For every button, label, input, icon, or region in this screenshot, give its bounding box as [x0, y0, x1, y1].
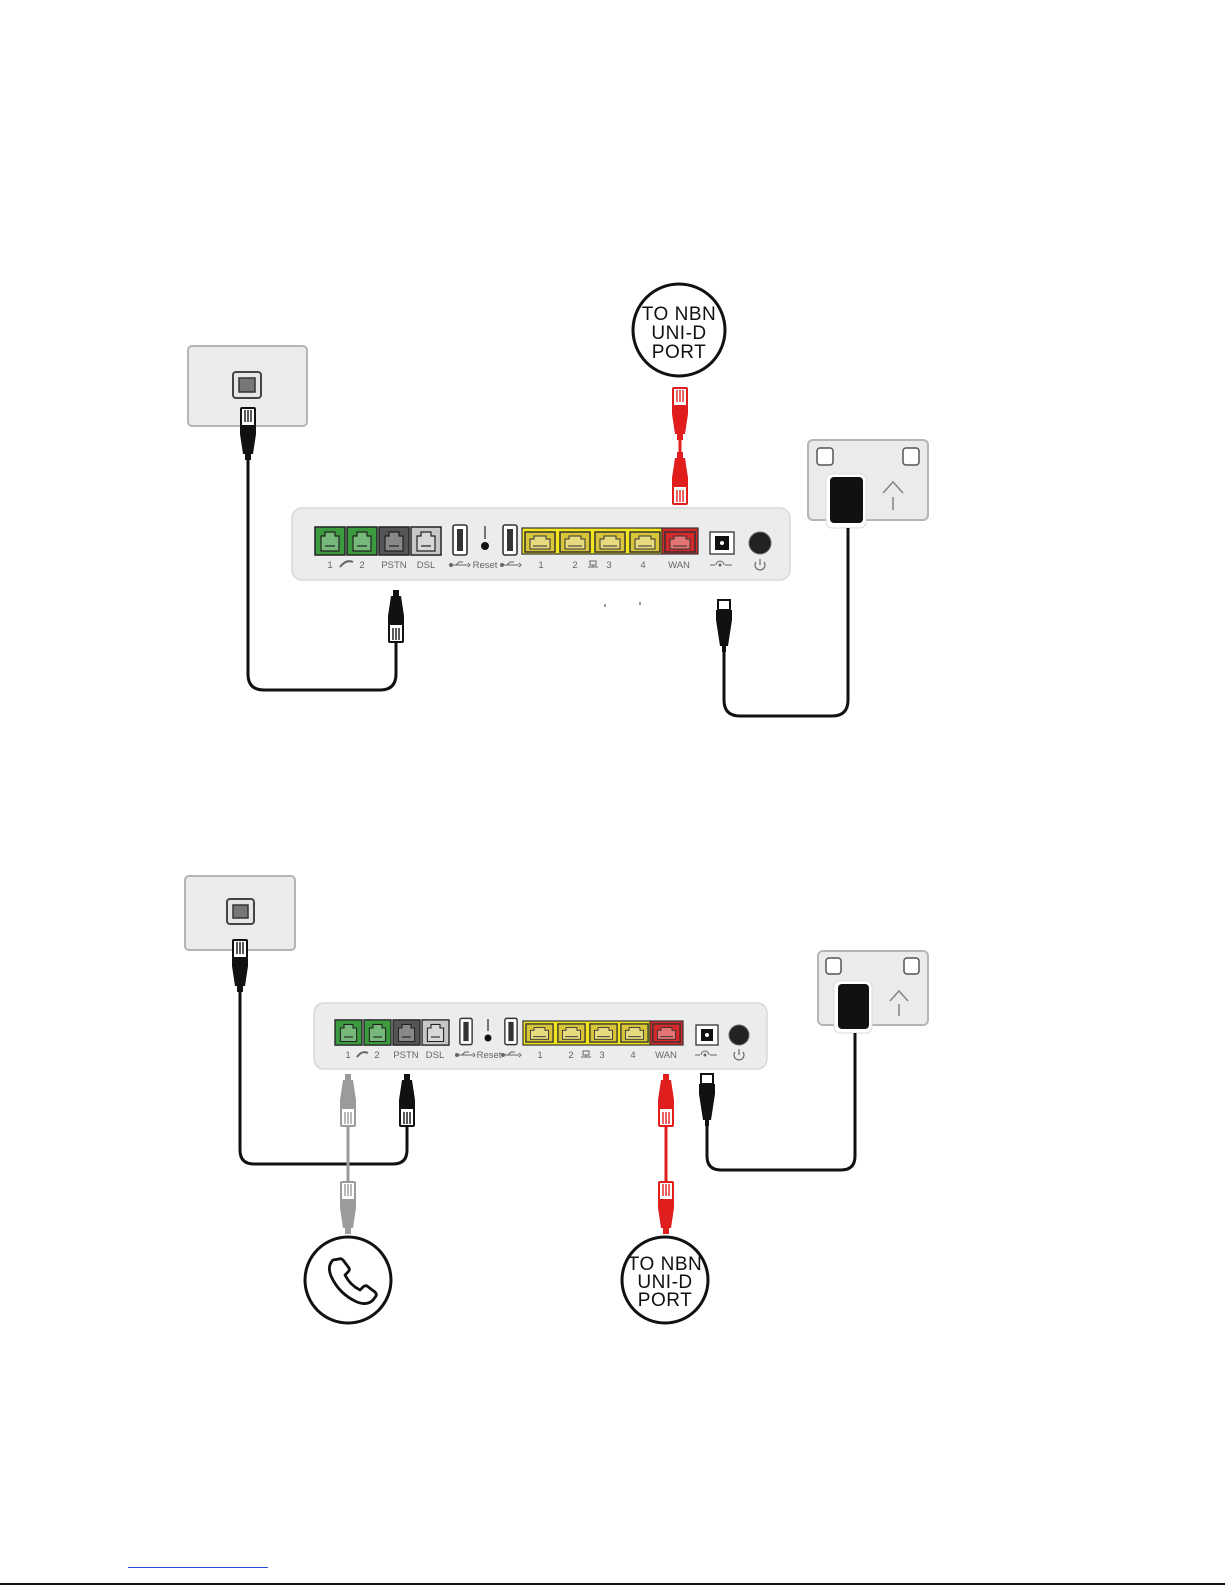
phone-port-1	[315, 527, 345, 555]
dc-power-jack	[710, 532, 734, 554]
nbn-port-badge-2: TO NBN UNI-D PORT	[622, 1237, 708, 1323]
label-pstn-b: PSTN	[393, 1050, 418, 1061]
label-lan-3: 3	[606, 560, 611, 571]
label-lan-4-b: 4	[630, 1050, 635, 1061]
label-lan-1-b: 1	[537, 1050, 542, 1061]
power-outlet-2	[818, 951, 928, 1033]
lan-port-4	[630, 532, 660, 552]
lan-port-4-b	[621, 1024, 648, 1042]
router-back-panel: 1 2 PSTN DSL Reset 1 2 3 4 WAN	[292, 508, 790, 580]
dc-power-jack-b	[696, 1025, 718, 1045]
lan-port-3-b	[590, 1024, 617, 1042]
nbn-badge-line-3: PORT	[652, 342, 706, 363]
power-button-b	[729, 1025, 749, 1045]
setup-diagram-2: 1 2 PSTN DSL Reset 1 2 3 4 WAN	[185, 876, 928, 1323]
dsl-port	[411, 527, 441, 555]
label-reset: Reset	[473, 560, 498, 571]
lan-port-2-b	[558, 1024, 585, 1042]
dsl-port-b	[422, 1020, 449, 1045]
wall-socket-jack-icon-2	[227, 899, 254, 924]
nbn-badge-2-line-3: PORT	[638, 1290, 692, 1311]
telephone-badge	[305, 1237, 391, 1323]
nbn-badge-line-2: UNI-D	[651, 323, 706, 344]
power-adapter-2	[834, 981, 872, 1033]
label-lan-2-b: 2	[568, 1050, 573, 1061]
router-back-panel-2: 1 2 PSTN DSL Reset 1 2 3 4 WAN	[314, 1003, 767, 1069]
label-dsl: DSL	[417, 560, 435, 571]
nbn-ethernet-cable-2	[658, 1074, 674, 1234]
wan-port-b	[653, 1024, 680, 1042]
usb-port-1	[453, 525, 467, 555]
power-outlet	[808, 440, 928, 528]
lan-port-3	[595, 532, 625, 552]
footer-link-underline[interactable]	[128, 1567, 268, 1568]
power-adapter	[826, 474, 866, 528]
label-lan-1: 1	[538, 560, 543, 571]
label-phone-1: 1	[327, 560, 332, 571]
usb-port-1-b	[460, 1018, 472, 1044]
lan-port-1-b	[526, 1024, 553, 1042]
phone-port-2	[347, 527, 377, 555]
wall-socket-jack-icon	[233, 372, 261, 398]
setup-diagram-1: TO NBN UNI-D PORT	[188, 284, 928, 716]
label-lan-3-b: 3	[599, 1050, 604, 1061]
usb-port-2-b	[505, 1018, 517, 1044]
pstn-port	[379, 527, 409, 555]
lan-port-2	[560, 532, 590, 552]
label-phone-2-b: 2	[374, 1050, 379, 1061]
nbn-ethernet-cable	[672, 388, 688, 504]
label-lan-4: 4	[640, 560, 645, 571]
power-button	[749, 532, 771, 554]
label-phone-1-b: 1	[345, 1050, 350, 1061]
phone-port-2-b	[364, 1020, 391, 1045]
label-phone-2: 2	[359, 560, 364, 571]
phone-port-1-b	[335, 1020, 362, 1045]
label-wan-b: WAN	[655, 1050, 677, 1061]
wan-port	[665, 532, 695, 552]
label-reset-b: Reset	[477, 1050, 502, 1061]
usb-port-2	[503, 525, 517, 555]
label-lan-2: 2	[572, 560, 577, 571]
pstn-port-b	[393, 1020, 420, 1045]
label-wan: WAN	[668, 560, 690, 571]
wall-phone-socket-2	[185, 876, 295, 950]
handset-cable	[340, 1074, 356, 1234]
nbn-port-badge: TO NBN UNI-D PORT	[633, 284, 725, 376]
lan-port-1	[525, 532, 555, 552]
label-pstn: PSTN	[381, 560, 406, 571]
label-dsl-b: DSL	[426, 1050, 444, 1061]
nbn-badge-line-1: TO NBN	[642, 304, 716, 325]
